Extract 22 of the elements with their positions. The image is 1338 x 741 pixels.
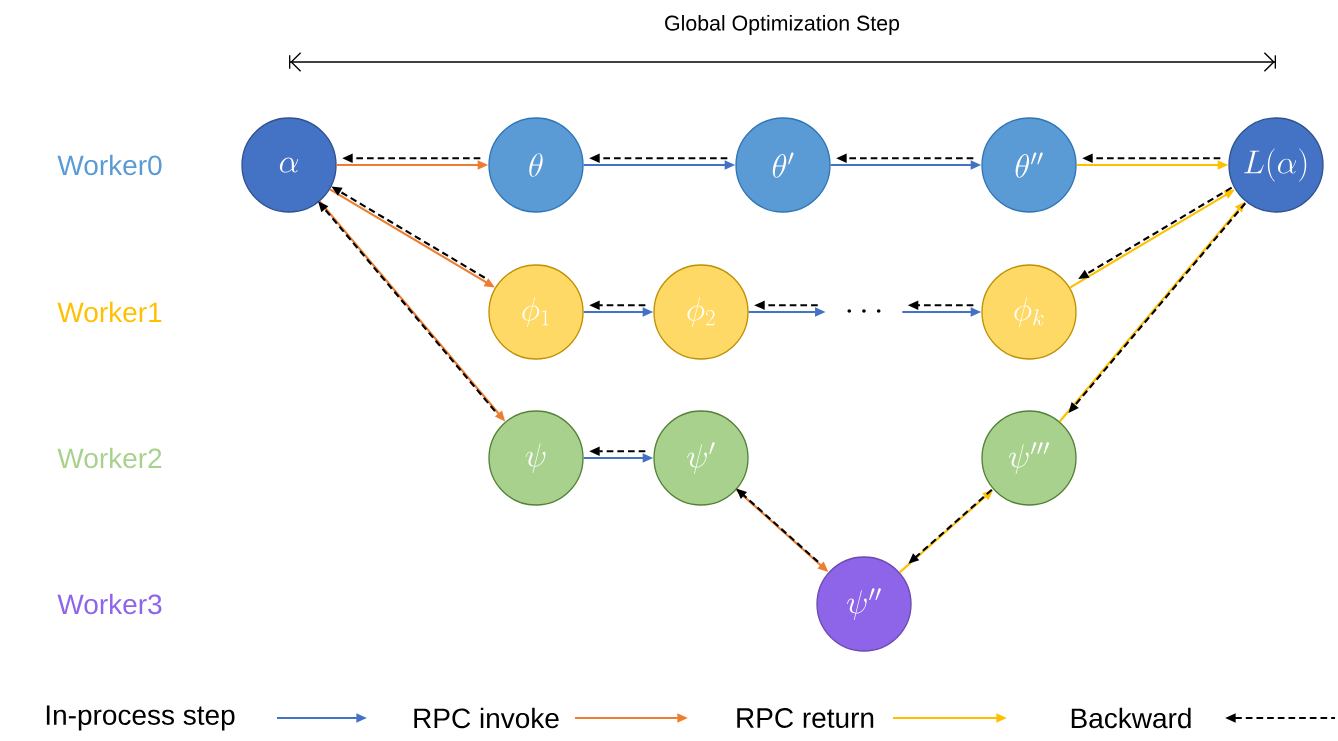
dimension-label: Global Optimization Step (665, 15, 900, 35)
circle-node: $\theta'$ (735, 117, 831, 213)
legend-label: RPC invoke (414, 707, 559, 729)
row-label: Worker0 (57, 154, 162, 176)
row-label: Worker2 (57, 447, 162, 469)
circle-node: $\psi''$ (816, 556, 912, 652)
legend-label: RPC return (737, 708, 874, 728)
circle-node: $\phi_k$ (981, 264, 1077, 360)
legend-label: Backward (1071, 707, 1191, 729)
circle-node: $L(\alpha)$ (1228, 117, 1324, 213)
circle-node: $\theta$ (488, 117, 584, 213)
circle-node: $\psi'$ (653, 410, 749, 506)
circle-node: $\psi$ (488, 410, 584, 506)
ellipsis-text: $\cdots$ (847, 309, 881, 313)
circle-node: $\phi_1$ (488, 264, 584, 360)
circle-node: $\phi_2$ (653, 264, 749, 360)
circle-node: $\theta''$ (981, 117, 1077, 213)
legend-label: In-process step (46, 705, 235, 731)
row-label: Worker1 (57, 301, 162, 323)
circle-node: $\psi'''$ (981, 410, 1077, 506)
row-label: Worker3 (57, 593, 162, 615)
circle-node: $\alpha$ (241, 117, 337, 213)
